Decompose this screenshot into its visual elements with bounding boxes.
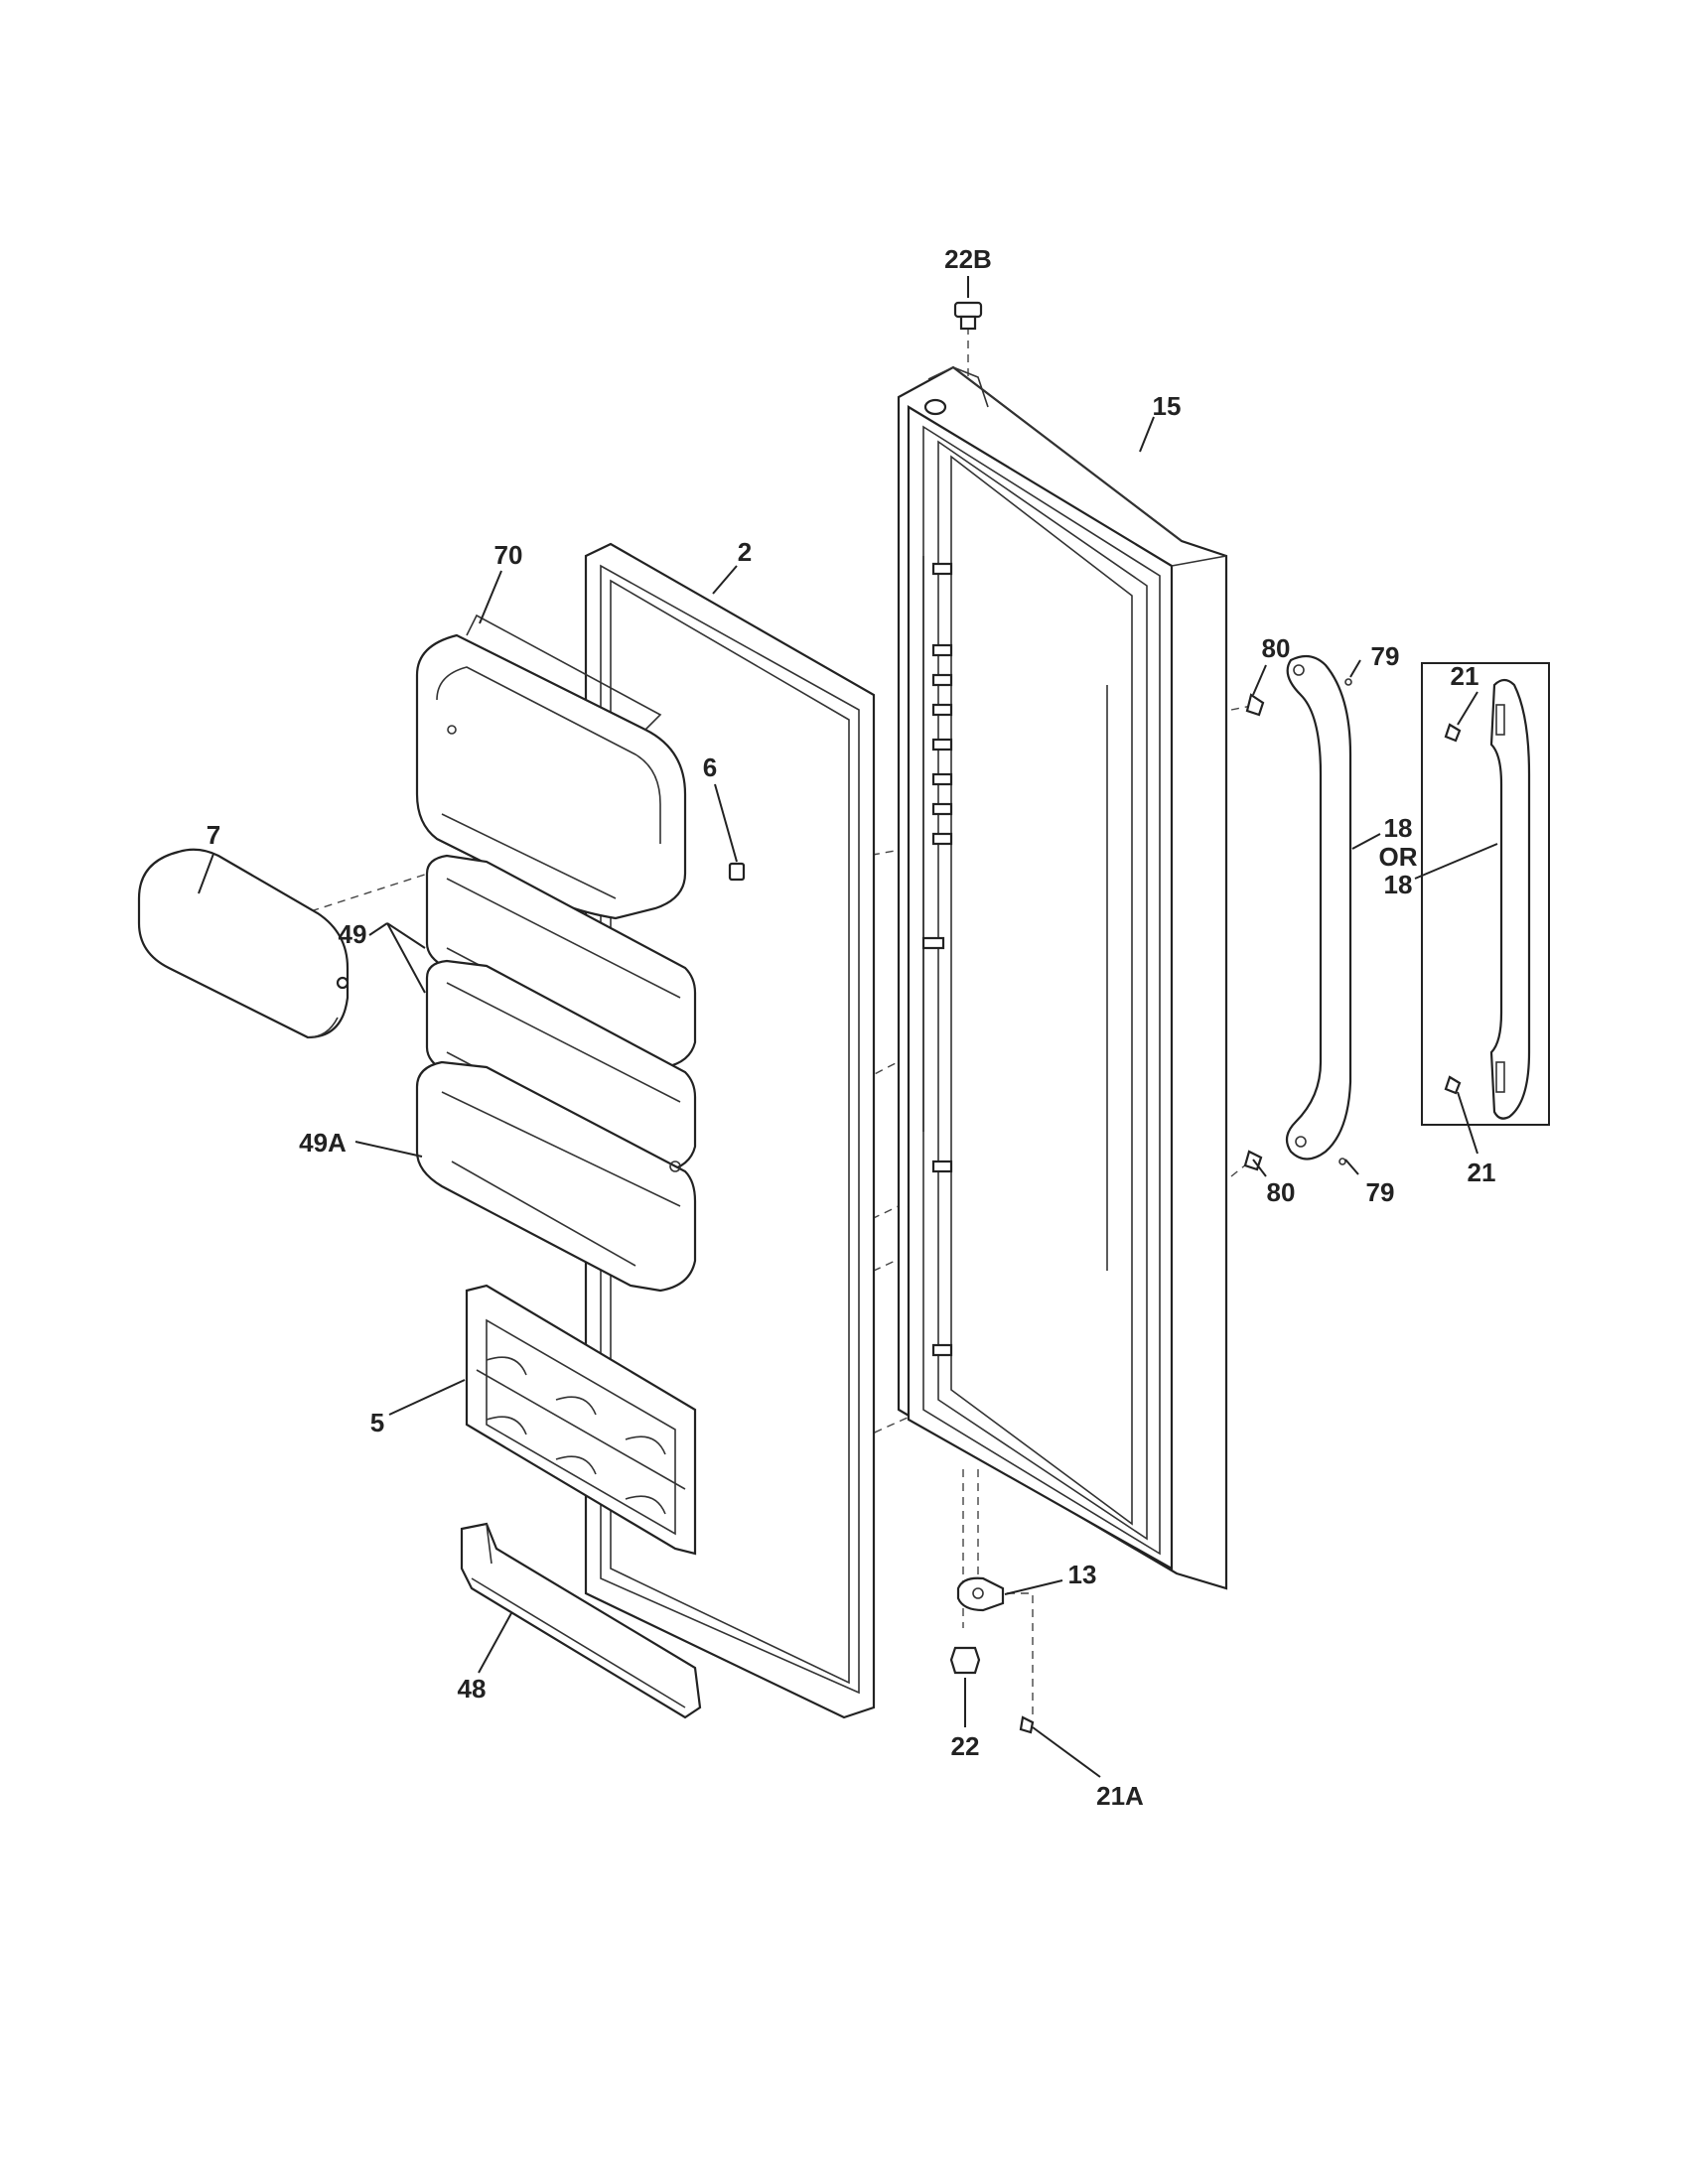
callout-80-bottom: 80	[1267, 1177, 1296, 1207]
dairy-cover-7	[137, 848, 350, 1039]
door-rail-pegs	[921, 562, 953, 1357]
callout-79-top: 79	[1371, 641, 1400, 671]
handle-stud-80-top	[1245, 693, 1265, 717]
callout-7: 7	[207, 820, 220, 850]
door-bin-49A	[415, 1060, 697, 1293]
door-assembly-15	[897, 365, 1228, 1590]
callout-18-b: 18	[1384, 870, 1413, 899]
leader-lines	[198, 276, 1498, 1778]
door-handle-18	[1285, 654, 1352, 1160]
can-rack-5	[465, 1284, 697, 1556]
callout-5: 5	[370, 1408, 384, 1437]
callout-15: 15	[1153, 391, 1182, 421]
callout-22B: 22B	[944, 244, 992, 274]
hinge-cap-22B	[953, 301, 983, 331]
callout-21-bottom: 21	[1468, 1158, 1496, 1187]
callout-48: 48	[458, 1674, 487, 1704]
screw-21A	[1019, 1715, 1035, 1734]
callout-or: OR	[1379, 842, 1418, 872]
callout-labels: 22B 15 70 2 80 79 21 6 7 18 OR 18 49 80 …	[207, 244, 1496, 1811]
hinge-pin-22	[949, 1646, 981, 1675]
callout-2: 2	[738, 537, 752, 567]
callout-70: 70	[494, 540, 523, 570]
hinge-13	[956, 1576, 1005, 1612]
callout-21A: 21A	[1096, 1781, 1144, 1811]
set-screw-79-bottom	[1338, 1158, 1346, 1165]
set-screw-79-top	[1344, 678, 1352, 686]
callout-13: 13	[1068, 1560, 1097, 1589]
callout-49A: 49A	[299, 1128, 347, 1158]
clip-6	[728, 862, 746, 882]
alternate-handle-inset	[1421, 662, 1550, 1126]
callout-22: 22	[951, 1731, 980, 1761]
callout-21-top: 21	[1451, 661, 1479, 691]
callout-18-a: 18	[1384, 813, 1413, 843]
dairy-door-70	[415, 614, 687, 920]
callout-6: 6	[703, 752, 717, 782]
callout-49: 49	[339, 919, 367, 949]
bottom-bin-48	[460, 1522, 702, 1719]
callout-80-top: 80	[1262, 633, 1291, 663]
callout-79-bottom: 79	[1366, 1177, 1395, 1207]
